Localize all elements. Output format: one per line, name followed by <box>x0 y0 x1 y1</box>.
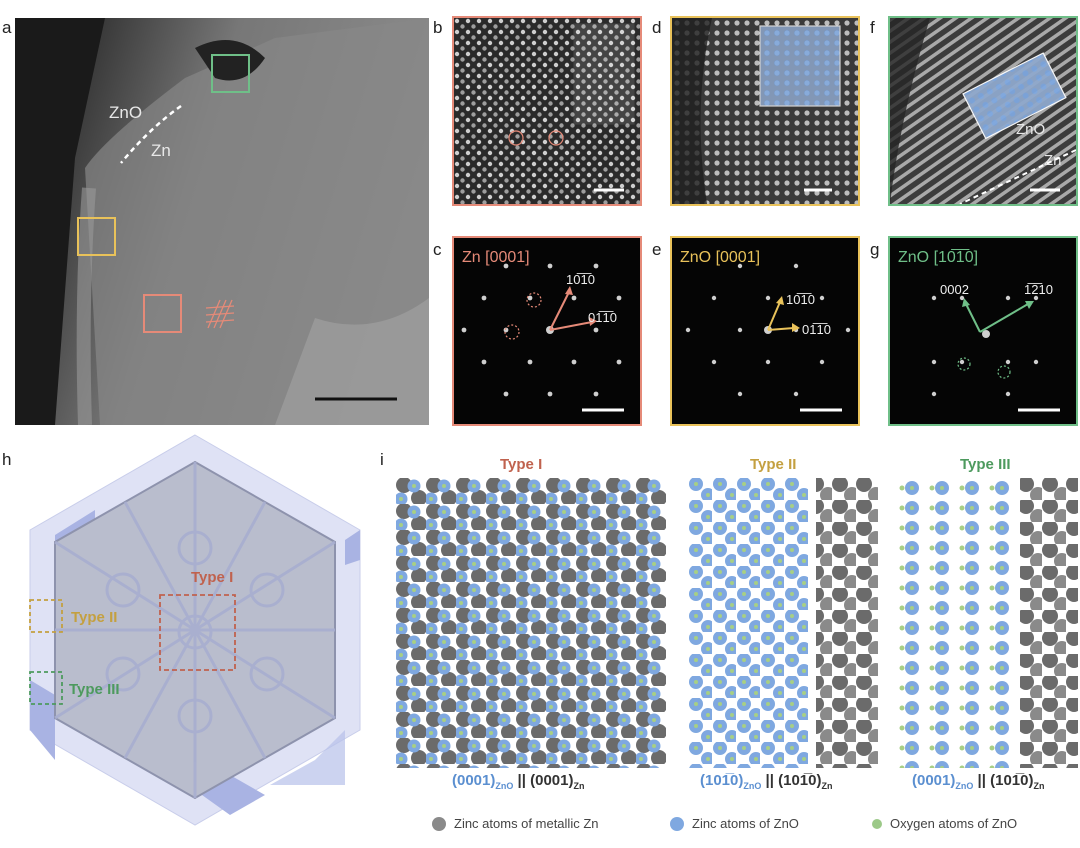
hrtem-zno-zn-interface-image: ZnO Zn <box>888 16 1078 206</box>
legend-metallic-zn: Zinc atoms of metallic Zn <box>432 816 599 831</box>
spot-label-2: 1̅2̅10 <box>1024 282 1053 297</box>
panel-label-d: d <box>652 18 662 37</box>
type2-relation: (101̅0)ZnO || (101̅0)Zn <box>700 772 833 791</box>
type2-title: Type II <box>750 456 797 473</box>
panel-label-f: f <box>870 18 875 37</box>
panel-label-i: i <box>380 450 384 469</box>
fft-zno-0001-pattern: ZnO [0001] 10̅1̅0 01̅1̅0 <box>670 236 860 426</box>
type1-relation: (0001)ZnO || (0001)Zn <box>452 772 585 791</box>
green-roi-box <box>211 54 250 93</box>
grey-atom-icon <box>432 816 446 831</box>
label-zno: ZnO <box>109 103 142 122</box>
label-zno: ZnO <box>1016 121 1045 138</box>
type1-atomic-model <box>396 478 666 768</box>
fft-zn-pattern: Zn [0001] 10̅1̅0 01̅1̅0 <box>452 236 642 426</box>
spot-label-1: 0002 <box>940 282 969 297</box>
label-zn: Zn <box>151 141 171 160</box>
spot-label-1: 10̅1̅0 <box>566 272 595 287</box>
panel-label-a: a <box>2 18 12 37</box>
type2-label: Type II <box>71 609 117 626</box>
hrtem-zn-image <box>452 16 642 206</box>
fft-title: Zn [0001] <box>462 249 530 266</box>
type1-label: Type I <box>191 569 233 586</box>
red-roi-box <box>143 294 182 333</box>
panel-label-g: g <box>870 240 880 259</box>
fft-title: ZnO [0001] <box>680 249 760 266</box>
type1-title: Type I <box>500 456 543 473</box>
yellow-roi-box <box>77 217 116 256</box>
type3-label: Type III <box>69 681 120 698</box>
spot-label-2: 01̅1̅0 <box>588 310 617 325</box>
fft-title: ZnO [10̅1̅0] <box>898 248 978 266</box>
panel-label-b: b <box>433 18 443 37</box>
type3-title: Type III <box>960 456 1011 473</box>
spot-label-2: 01̅1̅0 <box>802 322 831 337</box>
spot-label-1: 10̅1̅0 <box>786 292 815 307</box>
panel-label-c: c <box>433 240 442 259</box>
type3-relation: (0001)ZnO || (101̅0)Zn <box>912 772 1045 791</box>
fft-zno-10-10-pattern: ZnO [10̅1̅0] 0002 1̅2̅10 <box>888 236 1078 426</box>
type3-atomic-model <box>898 478 1078 768</box>
blue-atom-icon <box>670 816 684 831</box>
legend-o-of-zno: Oxygen atoms of ZnO <box>872 816 1017 831</box>
lattice-hatch-marker <box>205 299 235 329</box>
panel-label-h: h <box>2 450 12 469</box>
type1-region-box <box>159 594 236 671</box>
panel-label-e: e <box>652 240 662 259</box>
type3-region-box <box>29 671 63 705</box>
hexagon-schematic: Type I Type II Type III <box>15 430 375 830</box>
tem-overview-image: ZnO Zn <box>15 18 429 425</box>
type2-region-box <box>29 599 63 633</box>
hrtem-zno-image-1 <box>670 16 860 206</box>
label-zn: Zn <box>1044 152 1062 169</box>
green-atom-icon <box>872 818 882 829</box>
legend-zn-of-zno: Zinc atoms of ZnO <box>670 816 799 831</box>
type2-atomic-model <box>688 478 878 768</box>
